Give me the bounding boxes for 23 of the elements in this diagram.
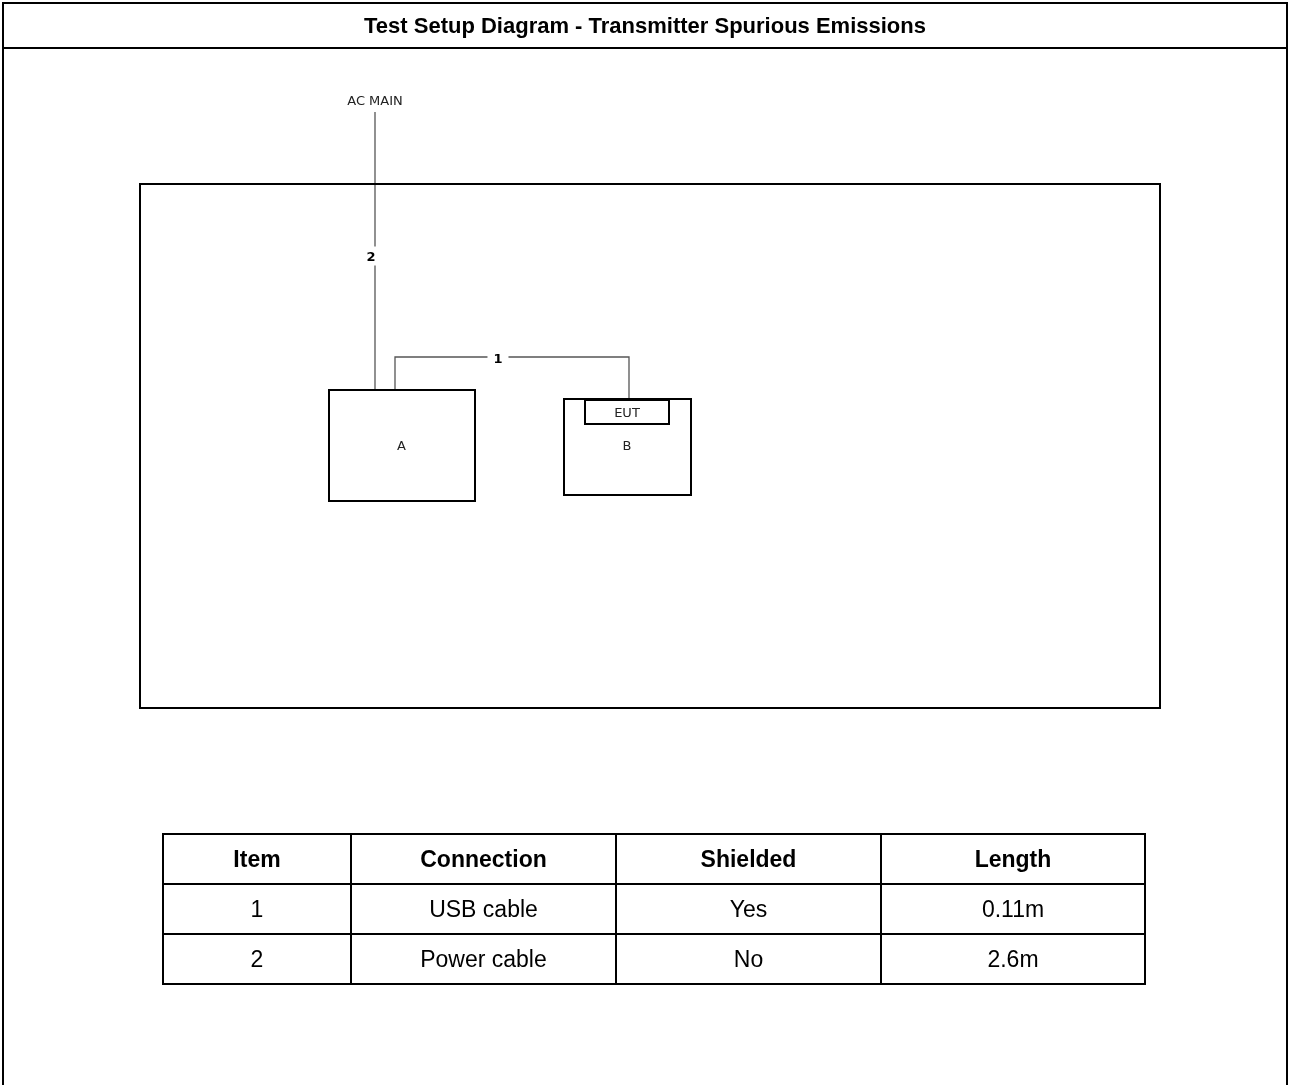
table-cell: USB cable — [351, 884, 616, 934]
table-cell: 2.6m — [881, 934, 1145, 984]
enclosure-box — [139, 183, 1161, 709]
cable-line — [394, 356, 630, 401]
table-cell: Yes — [616, 884, 881, 934]
equipment-box — [327, 388, 476, 502]
diagram-title: Test Setup Diagram - Transmitter Spurious Emissions — [364, 12, 926, 39]
column-header: Connection — [351, 834, 616, 884]
device-box — [584, 399, 670, 425]
node-label: B — [622, 437, 632, 453]
node-label: A — [397, 437, 406, 453]
column-header: Shielded — [616, 834, 881, 884]
node-label: AC MAIN — [347, 92, 403, 108]
column-header: Length — [881, 834, 1145, 884]
node-label: EUT — [614, 404, 640, 420]
column-header: Item — [163, 834, 351, 884]
equipment-box — [562, 397, 692, 496]
table-cell: 1 — [163, 884, 351, 934]
table-cell: No — [616, 934, 881, 984]
table-cell: Power cable — [351, 934, 616, 984]
table-cell: 0.11m — [881, 884, 1145, 934]
cable-line — [374, 111, 376, 390]
table-cell: 2 — [163, 934, 351, 984]
